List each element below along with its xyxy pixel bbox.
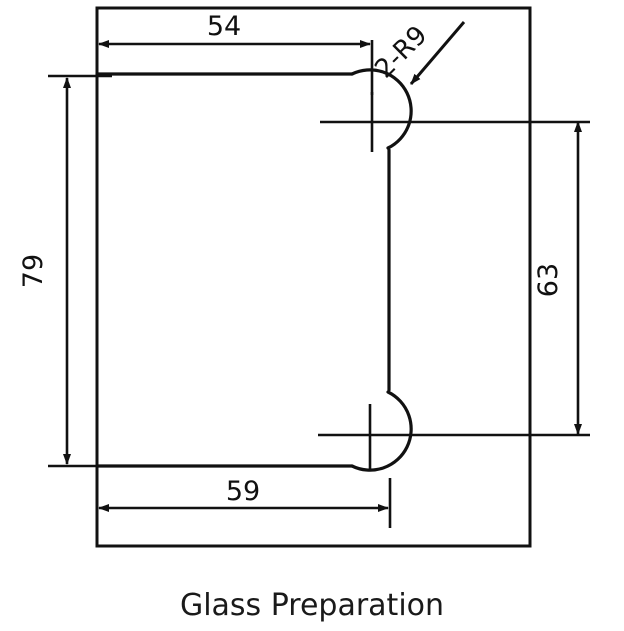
dimension-54: 54: [98, 11, 374, 95]
dimension-63-label: 63: [533, 263, 564, 297]
outer-panel-outline: [95, 6, 532, 548]
radius-callout-2-r9: 2-R9: [369, 20, 466, 85]
panel-rectangle: [95, 6, 532, 548]
glass-top-notch-arc: [350, 68, 413, 150]
dimension-63: 63: [533, 121, 582, 435]
glass-profile-outline: [95, 68, 413, 472]
center-marks: [318, 92, 590, 470]
dimension-79-label: 79: [18, 254, 49, 288]
dimension-59: 59: [98, 476, 392, 528]
radius-callout-leader-line: [409, 21, 466, 85]
radius-callout-label: 2-R9: [369, 20, 433, 84]
drawing-caption: Glass Preparation: [180, 588, 444, 623]
dimension-59-label: 59: [226, 476, 260, 507]
dimension-54-label: 54: [207, 11, 241, 42]
dimension-79: 79: [18, 74, 112, 468]
glass-bottom-notch-arc: [350, 390, 413, 472]
